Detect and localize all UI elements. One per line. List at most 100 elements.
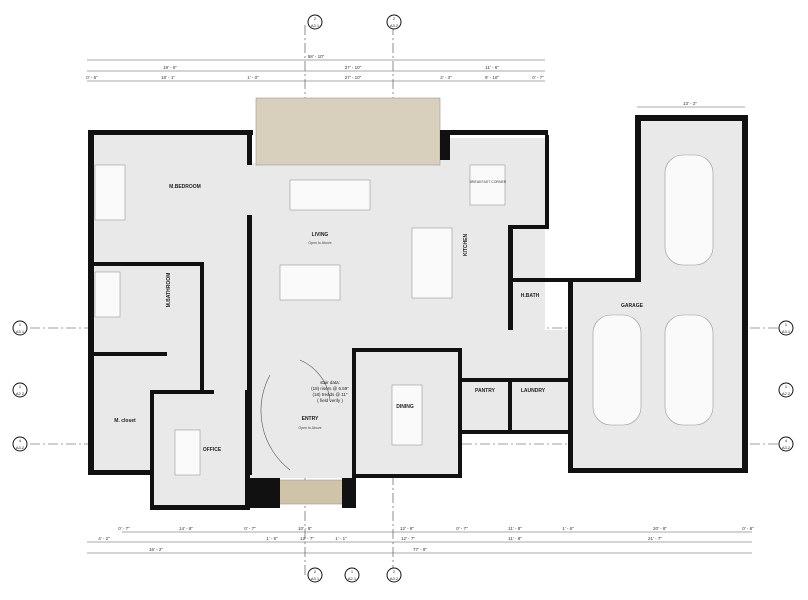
svg-text:2: 2 — [393, 16, 396, 21]
entry-note: Open to Above — [298, 426, 321, 430]
car — [664, 314, 714, 426]
svg-text:1: 1 — [785, 384, 788, 389]
svg-text:0' - 7": 0' - 7" — [118, 526, 130, 531]
bed — [94, 164, 126, 221]
section-marker-top-1: 2A3.1 — [307, 14, 323, 30]
svg-text:9' - 10": 9' - 10" — [485, 75, 499, 80]
svg-text:77' - 9": 77' - 9" — [413, 547, 427, 552]
room-label-kitchen: KITCHEN — [463, 234, 469, 257]
svg-text:A3.2: A3.2 — [390, 23, 399, 28]
section-marker-bottom-2: 1A2.1 — [344, 567, 360, 583]
svg-text:27' - 10": 27' - 10" — [345, 75, 362, 80]
svg-text:1' - 1": 1' - 1" — [335, 536, 347, 541]
svg-text:(18) risers @ 6.59": (18) risers @ 6.59" — [311, 386, 349, 391]
svg-text:1' - 6": 1' - 6" — [562, 526, 574, 531]
section-marker-left-1: 1A3.1 — [12, 320, 28, 336]
entry-porch — [277, 479, 345, 505]
svg-text:1' - 6": 1' - 6" — [266, 536, 278, 541]
svg-text:12' - 7": 12' - 7" — [300, 536, 314, 541]
dining-table — [391, 384, 423, 446]
svg-text:11' - 6": 11' - 6" — [485, 65, 499, 70]
svg-text:58' - 10": 58' - 10" — [308, 54, 325, 59]
svg-text:A2.1: A2.1 — [348, 576, 357, 581]
room-label-master-bathroom: M.BATHROOM — [166, 273, 172, 308]
svg-text:12' - 8": 12' - 8" — [400, 526, 414, 531]
svg-text:A3.2: A3.2 — [782, 445, 791, 450]
covered-deck — [255, 97, 441, 166]
svg-text:2: 2 — [314, 16, 317, 21]
svg-text:A3.1: A3.1 — [311, 23, 320, 28]
svg-text:2' - 3": 2' - 3" — [440, 75, 452, 80]
living-note: Open to Above — [308, 241, 331, 245]
svg-text:0' - 7": 0' - 7" — [456, 526, 468, 531]
top-dimensions: 58' - 10" 19' - 6" 27' - 10" 11' - 6" 0'… — [86, 54, 745, 108]
svg-text:1' - 0": 1' - 0" — [247, 75, 259, 80]
breakfast-table — [469, 164, 506, 206]
stair-note: stair data: (18) risers @ 6.59" (18) tre… — [311, 380, 349, 403]
svg-text:0' - 7": 0' - 7" — [532, 75, 544, 80]
svg-text:10' - 8": 10' - 8" — [298, 526, 312, 531]
svg-text:0' - 8": 0' - 8" — [742, 526, 754, 531]
svg-text:(18) treads @ 11": (18) treads @ 11" — [312, 392, 347, 397]
svg-text:11' - 8": 11' - 8" — [508, 526, 522, 531]
kitchen-island — [411, 227, 453, 299]
svg-text:1: 1 — [351, 569, 354, 574]
room-label-master-closet: M. closet — [114, 418, 136, 424]
room-label-dining: DINING — [396, 404, 414, 410]
section-marker-left-3: 4A3.2 — [12, 436, 28, 452]
section-markers: 2A3.1 2A3.2 2A3.1 1A2.1 2A3.2 1A3.1 1A2.… — [12, 14, 794, 583]
room-labels: M.BEDROOM M.BATHROOM M. closet OFFICE LI… — [114, 180, 643, 453]
svg-text:4: 4 — [19, 438, 22, 443]
svg-text:A3.1: A3.1 — [311, 576, 320, 581]
room-label-pantry: PANTRY — [475, 388, 496, 394]
svg-text:4: 4 — [785, 438, 788, 443]
bathtub — [94, 271, 121, 318]
room-label-office: OFFICE — [203, 447, 222, 453]
svg-text:20' - 8": 20' - 8" — [653, 526, 667, 531]
svg-text:27' - 10": 27' - 10" — [345, 65, 362, 70]
svg-text:13' - 2": 13' - 2" — [683, 101, 697, 106]
room-label-living: LIVING — [312, 232, 329, 238]
room-label-garage: GARAGE — [621, 303, 644, 309]
svg-text:A3.2: A3.2 — [16, 445, 25, 450]
room-label-master-bedroom: M.BEDROOM — [169, 184, 201, 190]
svg-text:A3.1: A3.1 — [782, 329, 791, 334]
section-marker-top-2: 2A3.2 — [386, 14, 402, 30]
svg-text:0' - 7": 0' - 7" — [244, 526, 256, 531]
room-label-half-bath: H.BATH — [521, 293, 540, 299]
svg-text:A3.1: A3.1 — [16, 329, 25, 334]
section-marker-bottom-3: 2A3.2 — [386, 567, 402, 583]
svg-text:A3.2: A3.2 — [390, 576, 399, 581]
room-label-breakfast: BREAKFAST CORNER — [470, 180, 507, 184]
room-label-laundry: LAUNDRY — [521, 388, 546, 394]
svg-text:21' - 7": 21' - 7" — [648, 536, 662, 541]
section-marker-bottom-1: 2A3.1 — [307, 567, 323, 583]
svg-text:4' - 2": 4' - 2" — [98, 536, 110, 541]
svg-text:19' - 6": 19' - 6" — [163, 65, 177, 70]
section-marker-right-1: 1A3.1 — [778, 320, 794, 336]
svg-text:1: 1 — [19, 384, 22, 389]
svg-text:stair data:: stair data: — [320, 380, 340, 385]
svg-text:14' - 8": 14' - 8" — [179, 526, 193, 531]
car — [592, 314, 642, 426]
svg-text:0' - 6": 0' - 6" — [86, 75, 98, 80]
svg-text:18' - 1": 18' - 1" — [161, 75, 175, 80]
section-marker-left-2: 1A2.2 — [12, 382, 28, 398]
section-marker-right-3: 4A3.2 — [778, 436, 794, 452]
room-label-entry: ENTRY — [302, 416, 319, 422]
svg-text:1: 1 — [785, 322, 788, 327]
svg-text:12' - 7": 12' - 7" — [401, 536, 415, 541]
section-marker-right-2: 1A2.2 — [778, 382, 794, 398]
svg-text:A2.2: A2.2 — [16, 391, 25, 396]
svg-text:2: 2 — [314, 569, 317, 574]
spiral-stair — [260, 359, 331, 471]
car — [664, 154, 714, 266]
svg-text:A2.2: A2.2 — [782, 391, 791, 396]
bottom-dimensions: 0' - 7" 14' - 8" 0' - 7" 10' - 8" 12' - … — [87, 526, 754, 554]
svg-text:16' - 2": 16' - 2" — [149, 547, 163, 552]
sofa — [279, 264, 341, 301]
svg-text:2: 2 — [393, 569, 396, 574]
furniture — [94, 154, 714, 476]
svg-text:1: 1 — [19, 322, 22, 327]
